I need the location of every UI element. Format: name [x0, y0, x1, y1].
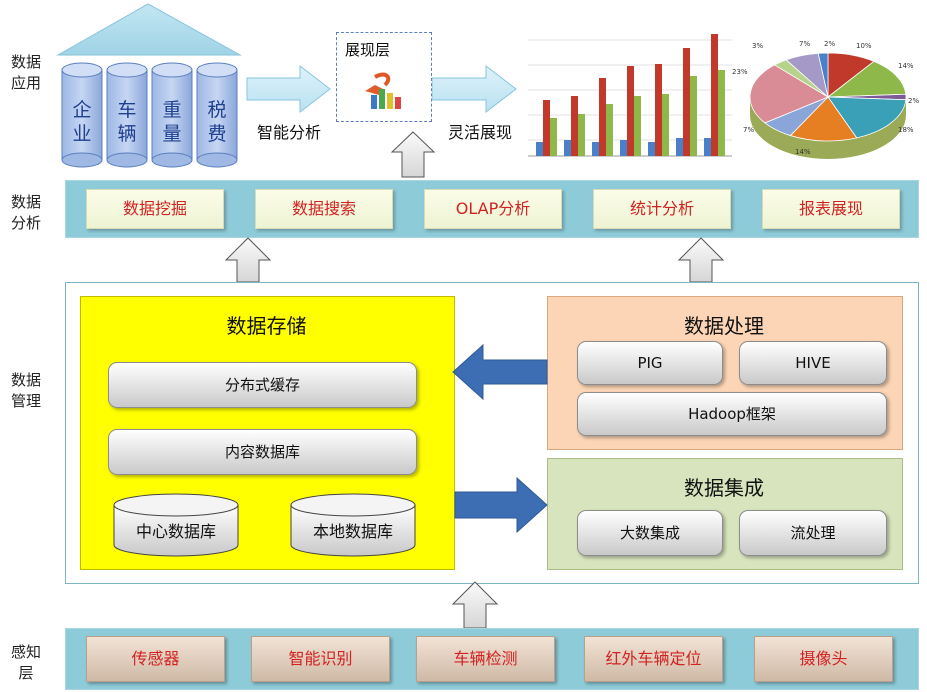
- cylinder-weight: [151, 62, 193, 168]
- layer-label-application-text: 数据应用: [10, 53, 41, 92]
- thumbnail-pie-slice: [826, 60, 907, 98]
- thumbnail-bar: [690, 76, 697, 156]
- thumbnail-bar: [718, 70, 725, 156]
- big-data-integration-box: 大数集成: [577, 510, 723, 556]
- thumbnail-pie-slice: [789, 96, 858, 142]
- distributed-cache-box: 分布式缓存: [108, 362, 417, 408]
- pie-label-6: 2%: [908, 97, 920, 105]
- thumbnail-bar: [592, 142, 599, 156]
- hive-box: HIVE: [739, 341, 887, 385]
- pie-label-7: 18%: [898, 126, 914, 134]
- pie-label-2: 7%: [799, 40, 811, 48]
- content-db-box: 内容数据库: [108, 429, 417, 475]
- presentation-layer-box: 展现层: [336, 32, 432, 122]
- thumbnail-bar: [606, 104, 613, 156]
- processing-title: 数据处理: [684, 314, 764, 338]
- cylinder-enterprise: [61, 62, 103, 168]
- analysis-item-data-search: 数据搜索: [255, 189, 393, 229]
- stream-processing-box: 流处理: [739, 510, 887, 556]
- domain-vehicle-label: 车辆: [117, 99, 137, 145]
- domain-tax-label: 税费: [207, 99, 227, 145]
- domain-weight-label: 重量: [162, 99, 182, 145]
- perception-item-smart-recognition: 智能识别: [251, 636, 390, 682]
- thumbnail-bar: [543, 100, 550, 156]
- layer-label-analysis: 数据分析: [6, 192, 46, 234]
- thumbnail-bar: [662, 94, 669, 156]
- flexible-display-label: 灵活展现: [448, 123, 513, 142]
- layer-label-management-text: 数据管理: [10, 371, 41, 410]
- storage-title: 数据存储: [226, 314, 307, 338]
- presentation-chart-icon: [365, 72, 401, 109]
- analysis-item-report: 报表展现: [762, 189, 900, 229]
- central-db-label: 中心数据库: [135, 522, 216, 541]
- layer-label-perception-text: 感知层: [10, 643, 41, 682]
- perception-item-infrared-locating: 红外车辆定位: [584, 636, 723, 682]
- layer-label-management: 数据管理: [6, 370, 46, 412]
- thumbnail-bar: [550, 118, 557, 156]
- thumbnail-bar: [564, 140, 571, 156]
- cylinder-tax: [196, 62, 238, 168]
- hadoop-framework-box: Hadoop框架: [577, 392, 887, 436]
- left-blue-arrow: [452, 343, 548, 401]
- thumbnail-bar: [683, 48, 690, 156]
- thumbnail-bar: [571, 96, 578, 156]
- layer-label-perception: 感知层: [6, 642, 46, 684]
- local-db-label: 本地数据库: [312, 522, 393, 541]
- right-blue-arrow: [454, 476, 548, 534]
- smart-analysis-label: 智能分析: [257, 123, 322, 142]
- integration-title: 数据集成: [684, 476, 764, 500]
- thumbnail-bar: [655, 64, 662, 156]
- perception-item-sensor: 传感器: [86, 636, 225, 682]
- thumbnail-bar: [676, 138, 683, 156]
- pie-label-5: 14%: [898, 62, 914, 70]
- thumbnail-bar: [648, 142, 655, 156]
- cylinder-vehicle: [106, 62, 148, 168]
- pie-label-3: 2%: [824, 40, 836, 48]
- layer-label-analysis-text: 数据分析: [10, 193, 41, 232]
- bar-chart-thumbnail: [520, 20, 740, 172]
- thumbnail-bar: [704, 138, 711, 156]
- thumbnail-bar: [599, 78, 606, 156]
- pie-label-8: 14%: [795, 148, 811, 156]
- pie-label-4: 10%: [856, 42, 872, 50]
- analysis-item-statistics: 统计分析: [593, 189, 731, 229]
- thumbnail-pie-slice: [817, 52, 829, 98]
- thumbnail-pie-slice: [827, 96, 907, 139]
- pie-label-9: 7%: [743, 126, 755, 134]
- analysis-item-data-mining: 数据挖掘: [86, 189, 224, 229]
- pie-label-1: 3%: [752, 42, 764, 50]
- thumbnail-bar: [620, 140, 627, 156]
- thumbnail-bar: [536, 142, 543, 156]
- perception-item-vehicle-detection: 车辆检测: [416, 636, 555, 682]
- central-db-cylinder: [113, 493, 239, 557]
- thumbnail-bar: [578, 114, 585, 156]
- local-db-cylinder: [290, 493, 416, 557]
- pie-label-10: 23%: [732, 68, 748, 76]
- thumbnail-bar: [627, 66, 634, 156]
- thumbnail-bar: [711, 34, 718, 156]
- analysis-item-olap: OLAP分析: [424, 189, 562, 229]
- layer-label-application: 数据应用: [6, 52, 46, 94]
- thumbnail-bar: [634, 96, 641, 156]
- perception-item-camera: 摄像头: [754, 636, 893, 682]
- domain-enterprise-label: 企业: [72, 99, 92, 145]
- pig-box: PIG: [577, 341, 723, 385]
- presentation-layer-label: 展现层: [345, 41, 391, 59]
- thumbnail-pie-slice: [749, 64, 829, 124]
- pie-chart-thumbnail: [749, 52, 907, 159]
